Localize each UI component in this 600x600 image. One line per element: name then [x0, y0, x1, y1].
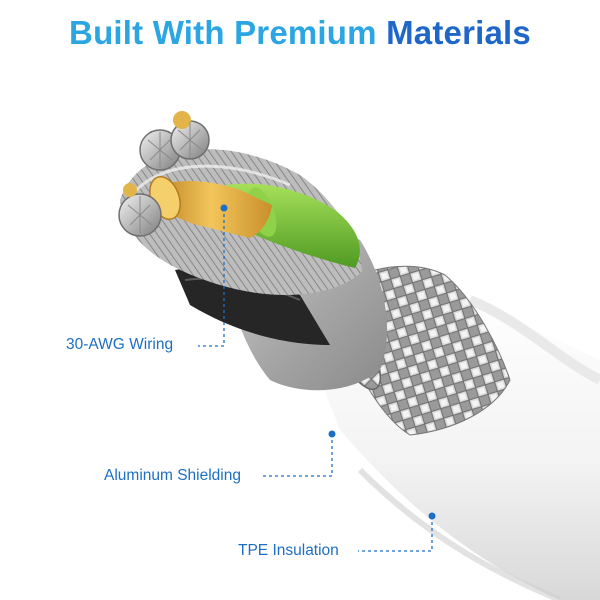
wiring-marker [220, 204, 228, 212]
shielding-leader [262, 434, 333, 477]
shielding-marker [328, 430, 336, 438]
insulation-leader [358, 516, 433, 552]
title-part-1: Built With Premium [69, 14, 377, 51]
insulation-marker [428, 512, 436, 520]
insulation-label: TPE Insulation [238, 542, 339, 559]
title-part-2: Materials [386, 14, 531, 51]
page-title: Built With Premium Materials [0, 14, 600, 52]
wiring-label: 30-AWG Wiring [66, 336, 174, 353]
strand-ends [118, 111, 210, 237]
shielding-label: Aluminum Shielding [104, 467, 241, 484]
wiring-leader [198, 208, 225, 347]
